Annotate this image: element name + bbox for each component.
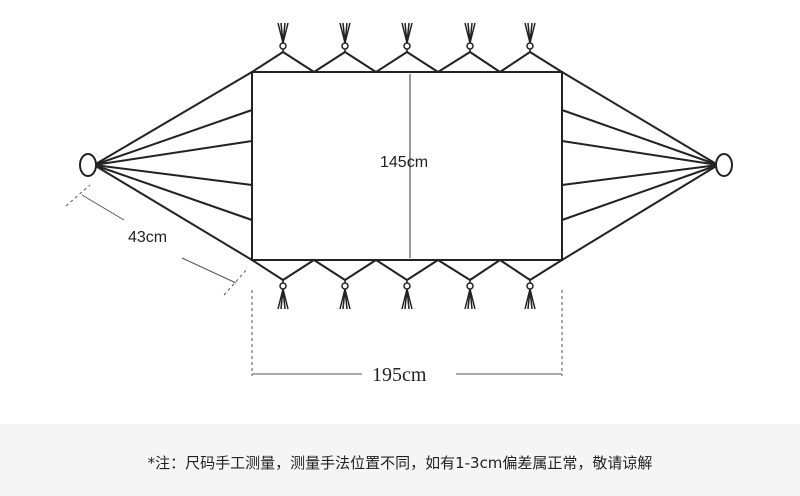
edge-zigzag-line bbox=[251, 51, 284, 73]
hammock-diagram: 145cm 195cm 43cm bbox=[65, 22, 733, 386]
size-note: *注：尺码手工测量，测量手法位置不同，如有1-3cm偏差属正常，敬请谅解 bbox=[147, 454, 653, 472]
right-suspension-string bbox=[561, 109, 719, 166]
tassel-fringe bbox=[344, 22, 351, 44]
tassel-knot bbox=[341, 282, 349, 290]
tassel-knot bbox=[526, 282, 534, 290]
edge-zigzag-line bbox=[437, 51, 471, 73]
left-suspension-string bbox=[93, 109, 253, 166]
edge-zigzag-line bbox=[375, 259, 408, 281]
edge-zigzag-line bbox=[282, 51, 315, 73]
left-suspension-string bbox=[93, 164, 253, 221]
tassel-fringe bbox=[406, 288, 413, 310]
edge-zigzag-line bbox=[529, 259, 563, 281]
tassel-knot bbox=[403, 42, 411, 50]
caption-band bbox=[0, 424, 800, 496]
tassel-fringe bbox=[406, 22, 413, 44]
tassel-knot bbox=[279, 42, 287, 50]
edge-zigzag-line bbox=[499, 51, 531, 73]
tassel-fringe bbox=[282, 22, 289, 44]
tassel-fringe bbox=[529, 22, 536, 44]
tassel-fringe bbox=[282, 288, 289, 310]
edge-zigzag-line bbox=[251, 259, 284, 281]
tassel-knot bbox=[466, 42, 474, 50]
tassel-knot bbox=[403, 282, 411, 290]
right-end-ring bbox=[715, 153, 733, 177]
tassel-fringe bbox=[469, 22, 476, 44]
tassel-knot bbox=[341, 42, 349, 50]
rope-dimension-line-upper bbox=[81, 194, 125, 221]
left-suspension-string bbox=[93, 140, 253, 166]
left-suspension-string bbox=[93, 164, 253, 186]
edge-zigzag-line bbox=[282, 259, 315, 281]
edge-zigzag-line bbox=[344, 259, 377, 281]
tassel-fringe bbox=[344, 288, 351, 310]
right-suspension-string bbox=[561, 71, 719, 166]
left-end-ring bbox=[79, 153, 97, 177]
edge-zigzag-line bbox=[313, 259, 346, 281]
height-dimension-label: 145cm bbox=[380, 154, 428, 171]
edge-zigzag-line bbox=[469, 51, 501, 73]
rope-dimension-line-lower bbox=[181, 257, 237, 284]
left-suspension-string bbox=[93, 71, 253, 166]
rope-extension-left bbox=[65, 184, 91, 207]
edge-zigzag-line bbox=[499, 259, 531, 281]
edge-zigzag-line bbox=[406, 51, 439, 73]
right-suspension-string bbox=[561, 164, 719, 261]
tassel-knot bbox=[279, 282, 287, 290]
edge-zigzag-line bbox=[344, 51, 377, 73]
left-suspension-string bbox=[93, 164, 253, 261]
tassel-fringe bbox=[529, 288, 536, 310]
tassel-fringe bbox=[469, 288, 476, 310]
edge-zigzag-line bbox=[406, 259, 439, 281]
right-suspension-string bbox=[561, 164, 719, 221]
right-suspension-string bbox=[561, 164, 719, 186]
edge-zigzag-line bbox=[313, 51, 346, 73]
hammock-body bbox=[251, 71, 563, 261]
rope-length-label: 43cm bbox=[128, 229, 167, 246]
edge-zigzag-line bbox=[437, 259, 471, 281]
edge-zigzag-line bbox=[469, 259, 501, 281]
width-dimension-label: 195cm bbox=[372, 364, 427, 386]
right-suspension-string bbox=[561, 140, 719, 166]
tassel-knot bbox=[526, 42, 534, 50]
edge-zigzag-line bbox=[529, 51, 563, 73]
tassel-knot bbox=[466, 282, 474, 290]
edge-zigzag-line bbox=[375, 51, 408, 73]
rope-extension-right bbox=[223, 267, 249, 296]
